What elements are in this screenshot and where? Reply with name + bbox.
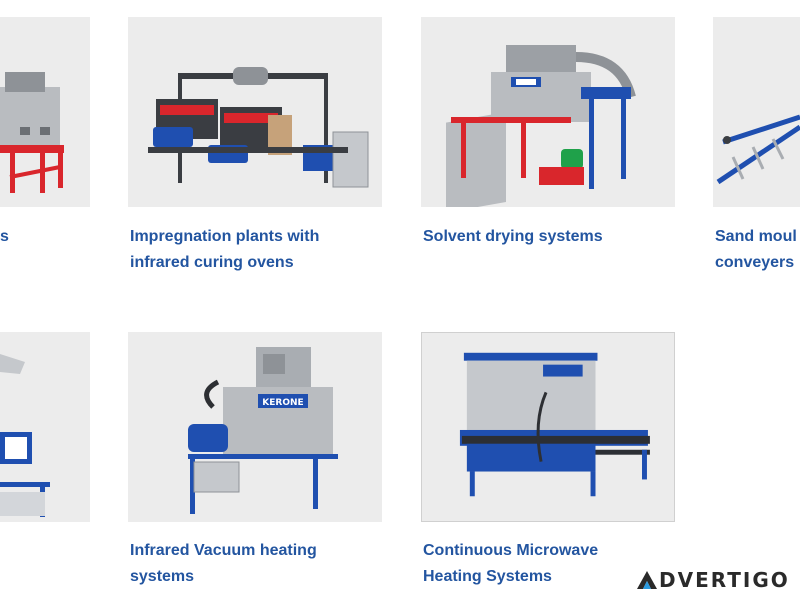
product-title[interactable]: Impregnation plants with infrared curing… — [130, 228, 320, 271]
product-title[interactable]: Sand moul conveyers — [715, 228, 797, 271]
machine-illustration — [0, 72, 64, 193]
vacuum-heater-illustration: KERONE — [188, 347, 338, 514]
product-image-sand-mould-conveyers[interactable] — [713, 17, 800, 207]
product-image-partial-left-1[interactable] — [0, 17, 90, 207]
product-image-infrared-vacuum-heating[interactable]: KERONE — [128, 332, 382, 522]
conveyer-illustration — [716, 114, 800, 185]
product-image-solvent-drying[interactable] — [421, 17, 675, 207]
machine-illustration — [0, 354, 50, 517]
product-image-impregnation-plants[interactable] — [128, 17, 382, 207]
product-image-partial-left-2[interactable] — [0, 332, 90, 522]
impregnation-plant-illustration — [148, 67, 369, 188]
advertigo-watermark: DVERTIGO — [636, 566, 790, 594]
solvent-dryer-illustration — [446, 45, 636, 207]
product-title[interactable]: Infrared Vacuum heating systems — [130, 542, 317, 585]
watermark-text: DVERTIGO — [659, 568, 790, 592]
microwave-heater-illustration — [459, 352, 650, 497]
brand-logo-text: KERONE — [262, 398, 303, 408]
product-image-continuous-microwave-heating[interactable] — [421, 332, 675, 522]
advertigo-logo-icon — [637, 571, 657, 589]
product-title[interactable]: Solvent drying systems — [423, 228, 603, 245]
product-title[interactable]: s — [0, 228, 9, 245]
product-title[interactable]: Continuous Microwave Heating Systems — [423, 542, 599, 585]
